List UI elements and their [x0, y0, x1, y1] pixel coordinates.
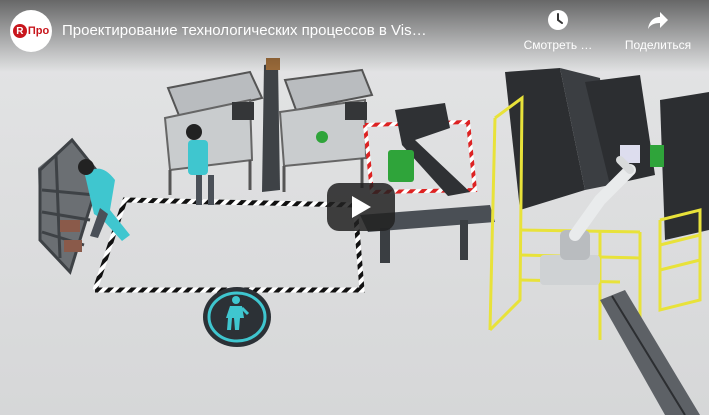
workbench-left: [163, 70, 264, 195]
roller-conveyor: [360, 205, 495, 263]
cnc-machine-3: [650, 92, 709, 240]
clock-icon: [548, 10, 568, 30]
watch-later-label: Смотреть …: [523, 38, 593, 52]
robot-arm: [540, 156, 636, 285]
play-button[interactable]: [327, 183, 395, 231]
logo-mark: R: [12, 24, 27, 38]
play-icon: [352, 196, 371, 218]
operator-center: [186, 124, 214, 205]
logo-text: Про: [27, 25, 50, 37]
operator-left: [78, 159, 130, 241]
person-icon: [226, 296, 250, 330]
inclined-conveyor: [262, 58, 280, 192]
share-button[interactable]: Поделиться: [613, 8, 703, 52]
channel-logo[interactable]: R Про: [10, 10, 52, 52]
output-rail: [600, 290, 700, 415]
video-title[interactable]: Проектирование технологических процессов…: [62, 22, 427, 39]
workbench-right: [278, 68, 374, 192]
cnc-machine-2: [585, 75, 655, 185]
share-arrow-icon: [648, 12, 668, 29]
top-overlay-gradient: [0, 0, 709, 72]
red-hazard-zone: [363, 103, 478, 196]
share-label: Поделиться: [624, 38, 692, 52]
watch-later-button[interactable]: Смотреть …: [513, 8, 603, 52]
